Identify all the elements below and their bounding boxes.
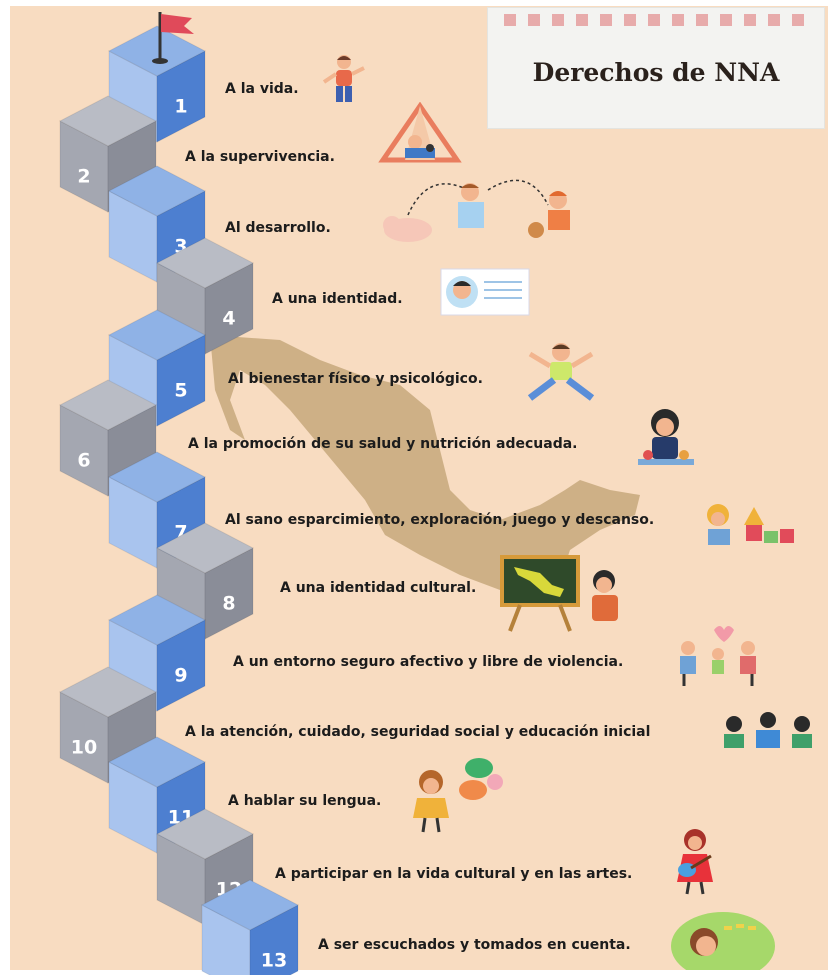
right-item-2: A la supervivencia. <box>185 149 335 165</box>
right-item-12: A participar en la vida cultural y en la… <box>275 866 633 882</box>
id-card-icon <box>440 268 530 316</box>
right-item-1: A la vida. <box>225 81 299 97</box>
right-item-9: A un entorno seguro afectivo y libre de … <box>233 654 624 670</box>
step-number-10: 10 <box>71 736 97 758</box>
step-number-9: 9 <box>174 664 187 686</box>
cube-top-face-3 <box>107 165 207 217</box>
title-card: Derechos de NNA <box>488 8 824 128</box>
cube-top-face-9 <box>107 594 207 646</box>
right-item-6: A la promoción de su salud y nutrición a… <box>188 436 578 452</box>
step-number-8: 8 <box>222 592 235 614</box>
tent-icon <box>378 102 462 163</box>
right-item-4: A una identidad. <box>272 291 403 307</box>
group-icon <box>724 712 812 748</box>
cube-top-face-8 <box>155 522 255 574</box>
guitar-girl-icon <box>677 829 713 895</box>
child-icon <box>322 55 365 102</box>
right-item-13: A ser escuchados y tomados en cuenta. <box>318 937 631 953</box>
step-number-13: 13 <box>261 949 287 971</box>
step-number-2: 2 <box>77 165 90 187</box>
cube-left-face-13 <box>201 904 251 975</box>
right-item-3: Al desarrollo. <box>225 220 331 236</box>
family-icon <box>680 626 756 686</box>
step-number-5: 5 <box>174 379 187 401</box>
right-item-10: A la atención, cuidado, seguridad social… <box>185 724 651 740</box>
toys-icon <box>707 504 794 545</box>
baby-icon <box>383 179 570 242</box>
cube-top-face-4 <box>155 237 255 289</box>
cube-top-face-2 <box>58 95 158 147</box>
right-item-5: Al bienestar físico y psicológico. <box>228 371 483 387</box>
cube-right-face-4 <box>204 262 254 355</box>
eating-child-icon <box>638 409 694 465</box>
step-number-4: 4 <box>222 307 235 329</box>
cube-top-face-1 <box>107 25 207 77</box>
step-number-1: 1 <box>174 95 187 117</box>
right-item-8: A una identidad cultural. <box>280 580 477 596</box>
speech-bubbles-icon <box>413 758 503 833</box>
page-title: Derechos de NNA <box>532 58 780 87</box>
jumping-child-icon <box>527 343 595 401</box>
cube-top-face-11 <box>107 736 207 788</box>
cube-top-face-13 <box>200 879 300 931</box>
map-board-icon <box>500 555 618 632</box>
right-item-11: A hablar su lengua. <box>228 793 382 809</box>
listening-child-icon <box>671 912 775 970</box>
cube-right-face-5 <box>156 334 206 427</box>
flag-icon <box>152 12 194 64</box>
cube-top-face-5 <box>107 309 207 361</box>
step-number-6: 6 <box>77 449 90 471</box>
tape-strip <box>504 14 814 26</box>
cube-top-face-7 <box>107 451 207 503</box>
cube-top-face-12 <box>155 808 255 860</box>
mexico-map-icon <box>210 335 640 600</box>
right-item-7: Al sano esparcimiento, exploración, jueg… <box>225 512 655 528</box>
cube-top-face-6 <box>58 379 158 431</box>
cube-top-face-10 <box>58 666 158 718</box>
